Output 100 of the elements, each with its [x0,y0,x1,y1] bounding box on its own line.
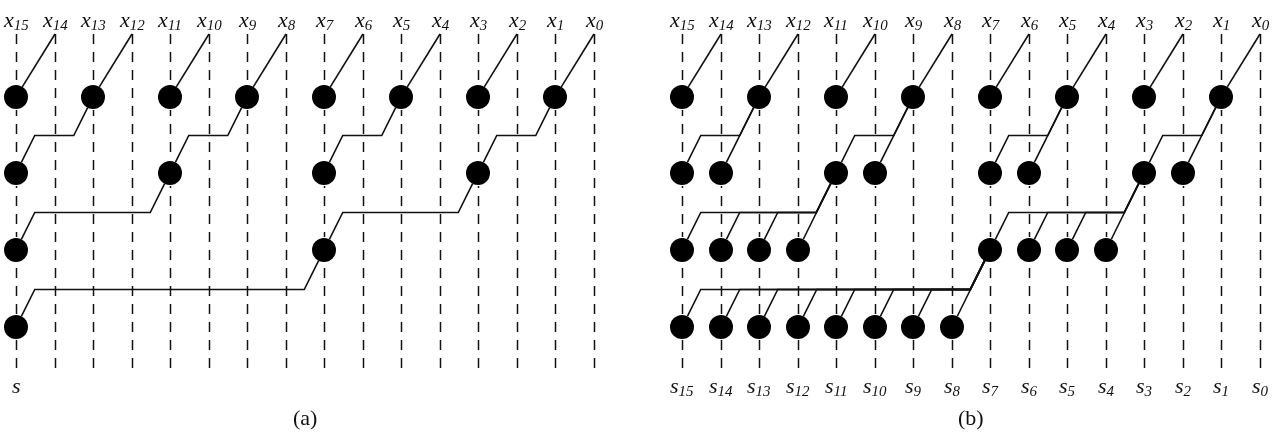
operator-dot [4,238,28,262]
dashed-wire [797,33,800,238]
connector-line [20,106,89,164]
connector-line [174,106,243,164]
input-label: x$_{3}$ [1136,6,1154,34]
connector-line [841,33,876,88]
connector-line [764,33,799,88]
operator-dot [1132,85,1156,109]
input-label: x$_{1}$ [547,6,565,34]
input-label: x$_{6}$ [1021,6,1039,34]
input-label: x$_{4}$ [432,6,450,34]
operator-dot [940,315,964,339]
connector-line [21,33,56,88]
operator-dot [824,85,848,109]
connector-line [1110,182,1140,241]
dashed-wire [951,33,954,315]
operator-dot [901,315,925,339]
output-label: s$_{3}$ [1136,372,1153,400]
output-label: s$_{7}$ [982,372,999,400]
dashed-wire [323,185,326,238]
connector-line [560,33,595,88]
output-label: s$_{5}$ [1059,372,1076,400]
input-label: x$_{6}$ [355,6,373,34]
operator-dot [543,85,567,109]
input-label: x$_{13}$ [81,6,106,34]
operator-dot [978,85,1002,109]
input-label: x$_{4}$ [1098,6,1116,34]
operator-dot [670,238,694,262]
operator-dot [901,85,925,109]
operator-dot [4,161,28,185]
input-label: x$_{12}$ [120,6,145,34]
operator-dot [312,238,336,262]
input-label: x$_{9}$ [905,6,923,34]
operator-dot [4,85,28,109]
connector-line [98,33,133,88]
operator-dot [670,161,694,185]
operator-dot [709,161,733,185]
connector-line [20,182,166,241]
connector-line [1187,106,1217,164]
operator-dot [81,85,105,109]
operator-dot [978,238,1002,262]
dashed-wire [912,109,915,315]
connector-line [329,33,364,88]
input-label: x$_{8}$ [944,6,962,34]
connector-line [956,259,986,318]
operator-dot [312,85,336,109]
connector-line [1226,33,1261,88]
connector-line [995,33,1030,88]
dashed-wire [1066,109,1069,238]
operator-dot [978,161,1002,185]
input-label: x$_{10}$ [197,6,222,34]
connector-line [328,106,397,164]
connector-line [1149,33,1184,88]
input-label: x$_{2}$ [509,6,527,34]
input-label: x$_{14}$ [43,6,68,34]
input-label: x$_{5}$ [1059,6,1077,34]
operator-dot [709,238,733,262]
operator-dot [1017,238,1041,262]
input-label: x$_{14}$ [709,6,734,34]
connector-line [175,33,210,88]
input-label: x$_{0}$ [1252,6,1270,34]
dashed-wire [989,185,992,238]
operator-dot [158,85,182,109]
operator-dot [709,315,733,339]
input-label: x$_{9}$ [239,6,257,34]
input-label: x$_{13}$ [747,6,772,34]
input-label: x$_{3}$ [470,6,488,34]
connector-line [20,259,320,318]
output-label: s$_{0}$ [1252,372,1269,400]
output-label: s [12,372,21,400]
output-label: s$_{1}$ [1213,372,1230,400]
output-label: s$_{15}$ [670,372,694,400]
dashed-wire [874,185,877,315]
dashed-wire [758,109,761,238]
output-label: s$_{4}$ [1098,372,1115,400]
output-label: s$_{9}$ [905,372,922,400]
input-label: x$_{0}$ [586,6,604,34]
output-label: s$_{2}$ [1175,372,1192,400]
input-label: x$_{7}$ [316,6,334,34]
connector-line [1072,33,1107,88]
connector-line [328,182,474,241]
operator-dot [863,315,887,339]
operator-dot [4,315,28,339]
output-label: s$_{14}$ [709,372,733,400]
output-label: s$_{6}$ [1021,372,1038,400]
operator-dot [1132,161,1156,185]
output-label: s$_{11}$ [825,372,848,400]
operator-dot [670,85,694,109]
input-label: x$_{2}$ [1175,6,1193,34]
dashed-wire [681,185,684,238]
operator-dot [786,238,810,262]
operator-dot [1055,238,1079,262]
operator-dot [1017,161,1041,185]
operator-dot [1171,161,1195,185]
output-label: s$_{10}$ [863,372,887,400]
input-label: x$_{15}$ [670,6,695,34]
dashed-wire [1028,185,1031,238]
output-label: s$_{13}$ [747,372,771,400]
dashed-wire [1105,33,1108,238]
input-label: x$_{15}$ [4,6,29,34]
